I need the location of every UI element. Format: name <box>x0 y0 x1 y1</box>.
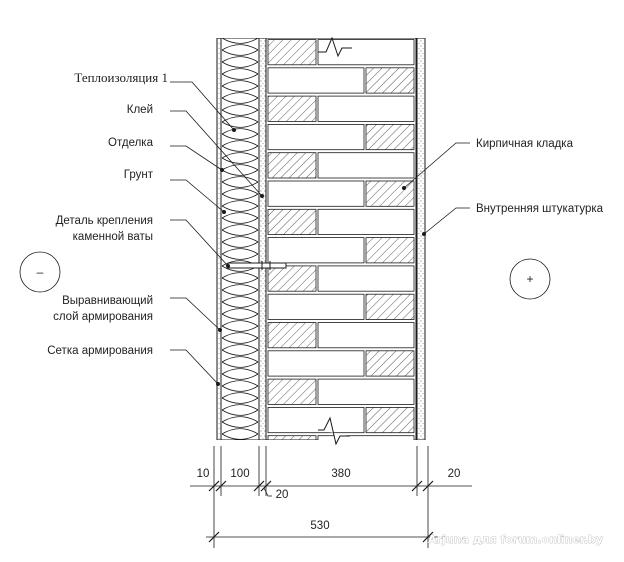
brick <box>267 293 365 320</box>
brick <box>267 406 365 434</box>
dim-brick: 380 <box>331 468 350 480</box>
label-leveling-line1: Выравнивающий <box>62 295 153 307</box>
label-anchor-line1: Деталь крепления <box>56 215 153 227</box>
leader-dots <box>216 128 426 386</box>
label-primer: Грунт <box>124 169 154 181</box>
dimension-lines <box>190 446 472 548</box>
dim-glue: 20 <box>276 489 289 501</box>
break-mark-bottom <box>318 416 350 446</box>
brick-hatched <box>365 293 415 320</box>
brick-hatched <box>267 322 317 349</box>
brick-hatched <box>267 378 317 405</box>
label-mesh: Сетка армирования <box>47 345 153 357</box>
brick-hatched <box>365 180 415 207</box>
leader-primer <box>170 179 225 213</box>
wall-section <box>216 38 426 440</box>
brick-hatched <box>267 265 317 292</box>
leader-mesh <box>170 349 219 385</box>
leader-brick <box>403 142 470 189</box>
glue-layer <box>258 38 267 440</box>
brick-courses <box>267 39 415 440</box>
dimension-ticks <box>208 480 434 543</box>
brick-hatched <box>267 152 317 179</box>
brick <box>267 237 365 264</box>
brick-hatched <box>267 95 317 122</box>
brick-hatched <box>267 208 317 236</box>
label-leveling-line2: слой армирования <box>53 311 153 323</box>
dim-finish: 10 <box>197 468 210 480</box>
brick-hatched <box>365 406 415 434</box>
finish-layer <box>216 38 222 440</box>
leader-anchor <box>170 219 229 267</box>
dim-plaster: 20 <box>448 468 461 480</box>
brick <box>317 322 415 349</box>
dim-insulation: 100 <box>230 468 249 480</box>
brick-hatched <box>365 350 415 377</box>
label-glue: Клей <box>127 104 153 116</box>
leader-leveling <box>170 297 221 331</box>
leader-insulation <box>170 81 235 131</box>
dim-total: 530 <box>310 520 329 532</box>
label-anchor-line2: каменной ваты <box>73 231 153 243</box>
insulation-fiber-pattern <box>221 38 259 440</box>
leader-finish <box>170 145 223 171</box>
inside-symbol: + <box>526 272 533 286</box>
watermark: Arjuna для forum.onliner.by <box>428 533 603 546</box>
break-mark-top <box>318 36 352 58</box>
label-finish: Отделка <box>108 137 154 149</box>
label-plaster: Внутренняя штукатурка <box>476 203 604 215</box>
inside-circle <box>509 258 551 300</box>
inner-plaster-layer <box>416 38 426 440</box>
brick <box>267 67 365 94</box>
brick <box>317 265 415 292</box>
brick <box>317 435 415 440</box>
brick-hatched <box>267 435 317 440</box>
label-insulation: Теплоизоляция 1 <box>74 70 168 85</box>
brick <box>267 180 365 207</box>
leader-plaster <box>423 207 470 235</box>
outside-symbol: – <box>37 265 44 279</box>
leader-lines <box>170 81 470 385</box>
brick <box>317 208 415 236</box>
leader-glue <box>170 110 263 197</box>
brick <box>317 378 415 405</box>
brick-hatched <box>365 124 415 151</box>
insulation-layer <box>220 38 260 440</box>
brick <box>267 124 365 151</box>
brick <box>317 152 415 179</box>
brick-hatched <box>365 67 415 94</box>
outside-circle <box>19 251 61 293</box>
brick <box>267 350 365 377</box>
brick-hatched <box>267 39 317 66</box>
label-brick: Кирпичная кладка <box>476 138 574 150</box>
brick <box>317 95 415 122</box>
brick-hatched <box>365 237 415 264</box>
